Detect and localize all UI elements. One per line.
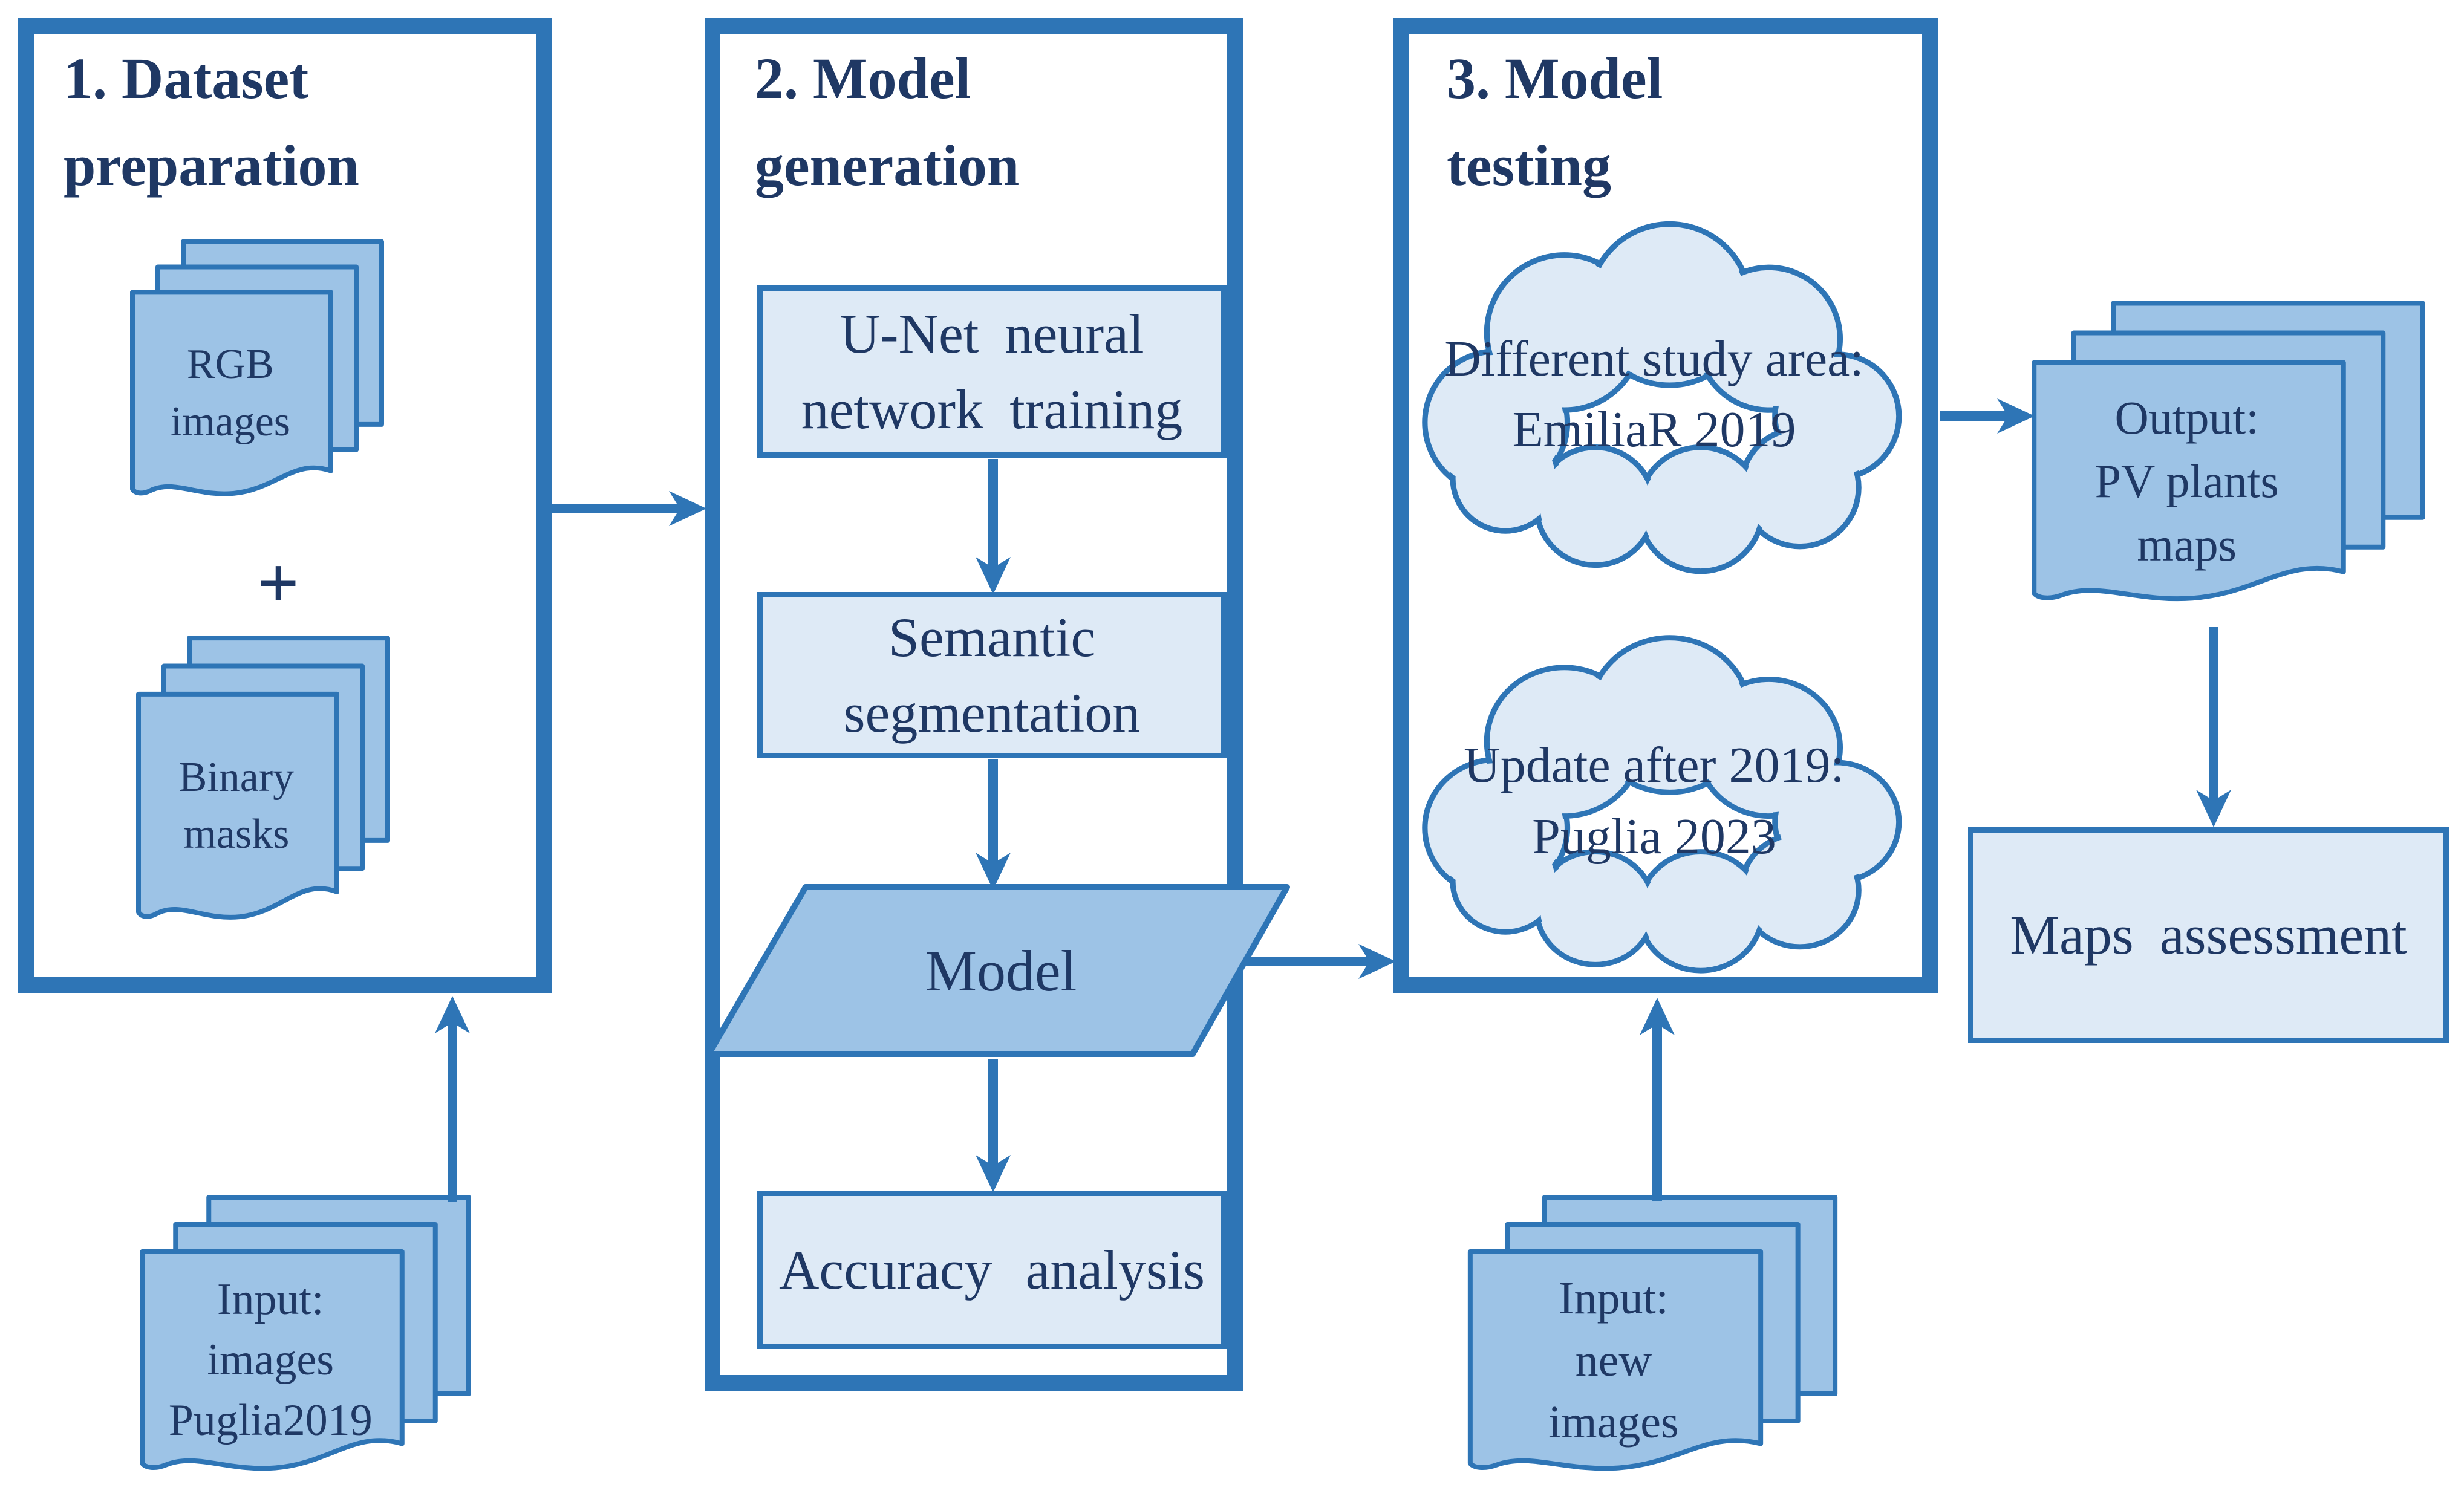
- document-stack-icon: [1467, 1194, 1839, 1497]
- arrow-newimages-to-panel3: [1640, 998, 1675, 1201]
- rgb-images-stack: RGB images: [130, 239, 384, 520]
- cloud-update-after-2019: Update after 2019: Puglia 2023: [1403, 626, 1905, 977]
- output-pv-maps-label: Output: PV plants maps: [2094, 391, 2279, 571]
- model-label: Model: [925, 938, 1077, 1003]
- cloud-icon: [1422, 221, 1902, 574]
- maps-assessment-box: Maps assessment: [1968, 827, 2449, 1043]
- arrow-unet-to-semantic: [976, 459, 1011, 594]
- arrow-puglia-to-panel1: [435, 996, 470, 1202]
- unet-training-box: U-Net neural network training: [757, 285, 1227, 458]
- cloud-update-label: Update after 2019: Puglia 2023: [1464, 737, 1845, 865]
- cloud-icon: [1422, 635, 1902, 974]
- panel1-title: 1. Dataset preparation: [64, 46, 359, 198]
- input-puglia2019-stack: Input: images Puglia2019: [139, 1194, 472, 1497]
- arrow-output-to-maps: [2196, 627, 2231, 827]
- arrow-model-to-accuracy: [976, 1059, 1011, 1192]
- arrow-model-to-panel3: [1244, 944, 1396, 979]
- arrow-semantic-to-model: [976, 759, 1011, 890]
- binary-masks-label: Binary masks: [178, 753, 295, 858]
- document-stack-icon: [139, 1194, 472, 1497]
- input-new-images-label: Input: new images: [1548, 1273, 1679, 1448]
- cloud-study-area-label: Different study area: EmiliaR 2019: [1444, 330, 1864, 458]
- panel3-title: 3. Model testing: [1447, 46, 1663, 198]
- document-stack-icon: [136, 635, 390, 946]
- semantic-segmentation-box: Semantic segmentation: [757, 592, 1227, 758]
- panel2-title: 2. Model generation: [755, 46, 1020, 198]
- input-puglia2019-label: Input: images Puglia2019: [168, 1275, 373, 1445]
- document-stack-icon: [2030, 300, 2427, 629]
- output-pv-maps-stack: Output: PV plants maps: [2030, 300, 2427, 629]
- rgb-images-label: RGB images: [170, 341, 291, 445]
- cloud-different-study-area: Different study area: EmiliaR 2019: [1403, 212, 1905, 577]
- parallelogram-icon: [702, 880, 1300, 1061]
- document-stack-icon: [130, 239, 384, 520]
- plus-icon: +: [257, 542, 299, 624]
- accuracy-analysis-box: Accuracy analysis: [757, 1191, 1227, 1349]
- input-new-images-stack: Input: new images: [1467, 1194, 1839, 1497]
- arrow-panel3-to-output: [1940, 398, 2035, 434]
- binary-masks-stack: Binary masks: [136, 635, 390, 946]
- arrow-panel1-to-panel2: [550, 491, 706, 526]
- model-parallelogram: Model: [702, 880, 1300, 1061]
